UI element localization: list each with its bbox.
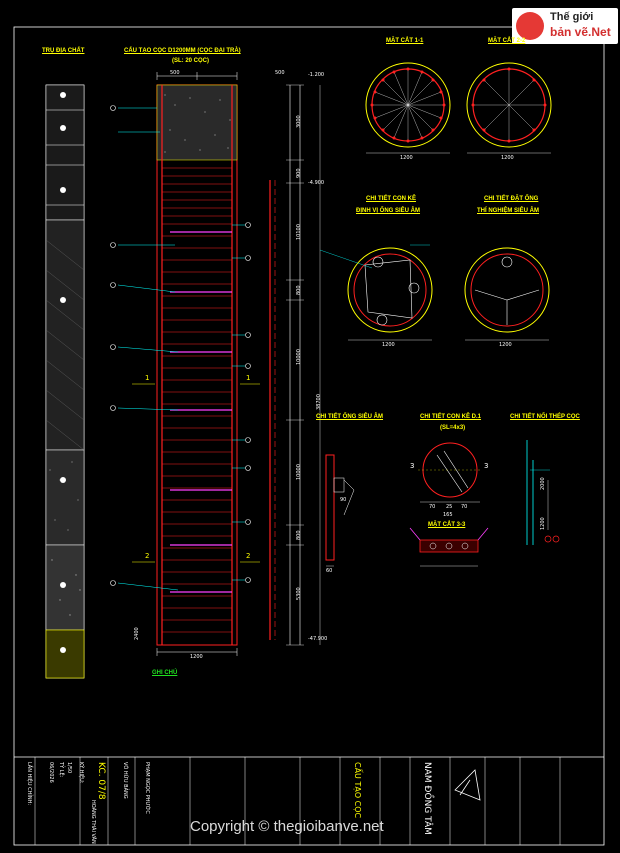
company-logo-mark <box>454 769 481 801</box>
title-spacer-d1-sub: (SL=4x3) <box>440 425 466 431</box>
house-icon <box>516 12 544 40</box>
dim-70a: 70 <box>429 504 436 510</box>
tb-person-1: VÕ HỮU BẢNG <box>122 762 128 799</box>
dim-1200-sec11: 1200 <box>400 155 413 161</box>
logo-line1: Thế giới <box>550 11 594 23</box>
title-rebar-splice: CHI TIẾT NỐI THÉP CỌC <box>510 414 580 420</box>
dim-2000-splice: 2000 <box>540 477 546 490</box>
dim-10000: 10000 <box>296 349 302 365</box>
dim-500-left: 500 <box>170 70 180 76</box>
side-rebar-elevation <box>269 84 321 646</box>
dim-38700: 38700 <box>316 394 322 410</box>
dim-1200-splice: 1200 <box>540 517 546 530</box>
tb-person-3: HOÀNG THÁI VÂN <box>90 800 96 844</box>
section-3-3 <box>409 527 489 567</box>
dim-60: 60 <box>326 568 333 574</box>
dim-10100: 10100 <box>296 224 302 240</box>
dim-10000b: 10000 <box>296 464 302 480</box>
title-section-1-1: MẶT CẮT 1-1 <box>386 38 424 44</box>
section-1-1 <box>365 62 451 154</box>
spacer-detail <box>319 244 433 341</box>
rebar-splice-detail <box>526 440 560 545</box>
title-tube-placement-2: THÍ NGHIỆM SIÊU ÂM <box>477 208 540 214</box>
section-mark-1-right: 1 <box>246 374 251 382</box>
dim-1200-spacer: 1200 <box>382 342 395 348</box>
logo-line2: bản vẽ.Net <box>550 25 611 39</box>
tb-kyhieu-label: KÝ HIỆU: <box>78 762 84 784</box>
dim-500-right: 500 <box>275 70 285 76</box>
dim-1200-sec22: 1200 <box>501 155 514 161</box>
sheet-border <box>13 26 605 846</box>
dim-5300: 5300 <box>296 587 302 600</box>
elev-1: -1.200 <box>308 72 325 78</box>
dim-1200-pile: 1200 <box>190 654 203 660</box>
section-mark-3-right: 3 <box>484 462 489 470</box>
pile-elevation <box>110 72 260 656</box>
section-mark-3-left: 3 <box>410 462 415 470</box>
spacer-d1 <box>418 442 482 503</box>
title-block <box>34 757 561 845</box>
tb-person-2: PHẠM NGỌC PHƯỚC <box>144 762 150 814</box>
title-spacer-d1: CHI TIẾT CON KÊ D.1 <box>420 414 482 420</box>
tb-drawing-no: KC. 07/8 <box>96 762 106 800</box>
section-2-2 <box>466 62 552 154</box>
elev-2: -4.900 <box>308 180 325 186</box>
dim-800b: 800 <box>296 530 302 540</box>
tb-company: NAM ĐỒNG TÂM <box>422 762 432 835</box>
tb-scale-value: 1/50 <box>66 762 72 774</box>
copyright-watermark: Copyright © thegioibanve.net <box>190 818 384 835</box>
section-mark-1-left: 1 <box>145 374 150 382</box>
elev-3: -47.900 <box>308 636 328 642</box>
dim-165: 165 <box>443 512 453 518</box>
ultrasonic-tube-detail <box>325 454 355 567</box>
title-section-2-2: MẶT CẮT 2-2 <box>488 38 526 44</box>
title-pile-sub: (SL: 20 CỌC) <box>172 58 210 64</box>
title-geology: TRỤ ĐỊA CHẤT <box>42 48 85 54</box>
title-notes: GHI CHÚ <box>152 670 178 676</box>
title-section-3-3: MẶT CẮT 3-3 <box>428 522 466 528</box>
tb-date: 06/2026 <box>48 762 54 783</box>
tb-revision: LẦN HIỆU CHỈNH: <box>26 762 32 806</box>
dim-25: 25 <box>446 504 453 510</box>
title-ultrasonic-tube: CHI TIẾT ỐNG SIÊU ÂM <box>316 414 384 420</box>
section-mark-2-right: 2 <box>246 552 251 560</box>
ultrasonic-placement <box>464 247 550 341</box>
dim-2400: 2400 <box>134 627 140 640</box>
title-pile: CẤU TẠO CỌC D1200MM (CỌC ĐẠI TRÀ) <box>124 48 241 54</box>
section-mark-2-left: 2 <box>145 552 150 560</box>
dim-800: 800 <box>296 285 302 295</box>
dim-1200-placement: 1200 <box>499 342 512 348</box>
tb-project: CẤU TẠO CỌC <box>353 762 362 819</box>
dim-70b: 70 <box>461 504 468 510</box>
dim-3000: 3000 <box>296 115 302 128</box>
tb-scale-label: TỶ LỆ: <box>58 762 64 778</box>
title-tube-placement: CHI TIẾT ĐẶT ỐNG <box>484 196 539 202</box>
dim-900: 900 <box>296 168 302 178</box>
geology-column <box>45 84 85 679</box>
title-spacer-2: ĐỊNH VỊ ỐNG SIÊU ÂM <box>356 208 421 214</box>
dim-90: 90 <box>340 497 347 503</box>
title-spacer: CHI TIẾT CON KÊ <box>366 196 417 202</box>
site-logo: Thế giới bản vẽ.Net <box>512 8 618 44</box>
